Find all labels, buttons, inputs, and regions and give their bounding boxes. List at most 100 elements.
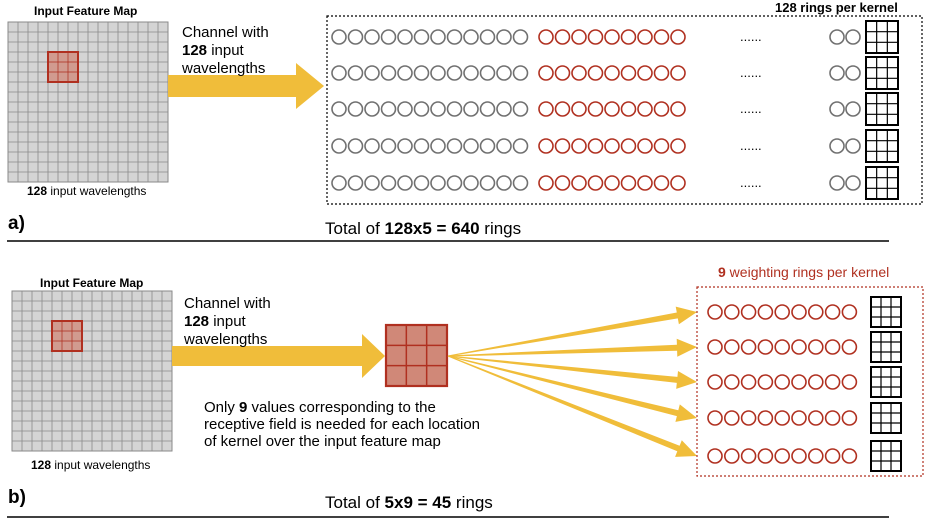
ring bbox=[347, 29, 364, 45]
grid-icon-border bbox=[870, 402, 902, 434]
b-map-title: Input Feature Map bbox=[40, 276, 144, 290]
ring bbox=[364, 65, 380, 81]
ring bbox=[496, 29, 512, 45]
b-input-feature-map bbox=[11, 290, 173, 452]
ring bbox=[364, 29, 380, 45]
output-grid-icon bbox=[870, 440, 902, 472]
output-grid-icon bbox=[865, 129, 899, 163]
ring bbox=[571, 65, 587, 81]
ring bbox=[479, 29, 496, 45]
ring bbox=[740, 410, 757, 426]
ring bbox=[707, 339, 723, 355]
ring bbox=[571, 138, 587, 154]
ring bbox=[841, 304, 858, 320]
ring bbox=[845, 101, 861, 117]
ring bbox=[512, 175, 529, 191]
ring bbox=[463, 175, 479, 191]
ring bbox=[824, 410, 841, 426]
grid-icon-border bbox=[865, 129, 899, 163]
ring bbox=[620, 29, 637, 45]
ring bbox=[841, 339, 858, 355]
ring bbox=[347, 101, 364, 117]
kernel-border bbox=[384, 323, 449, 388]
ring bbox=[430, 138, 446, 154]
output-grid-icon bbox=[870, 366, 902, 398]
grid-icon-border bbox=[870, 366, 902, 398]
ring bbox=[653, 101, 670, 117]
ring bbox=[740, 339, 757, 355]
ring bbox=[740, 374, 757, 390]
output-grid-icon bbox=[870, 331, 902, 363]
ring bbox=[554, 138, 571, 154]
a-channel-arrow bbox=[168, 63, 324, 109]
ring bbox=[620, 101, 637, 117]
ring bbox=[512, 29, 529, 45]
output-grid-icon bbox=[865, 166, 899, 200]
output-grid-icon bbox=[865, 20, 899, 54]
ring bbox=[512, 65, 529, 81]
ring bbox=[653, 138, 670, 154]
ellipsis-text: ...... bbox=[740, 65, 762, 80]
ring bbox=[430, 29, 446, 45]
ring bbox=[670, 101, 686, 117]
b-weighting-rings-box bbox=[696, 286, 924, 477]
ring bbox=[479, 101, 496, 117]
b-channel-label: Channel with 128 input wavelengths bbox=[184, 295, 271, 348]
b-ring-row bbox=[707, 440, 902, 472]
ring bbox=[496, 65, 512, 81]
ring bbox=[463, 138, 479, 154]
ring bbox=[791, 410, 807, 426]
ring bbox=[845, 138, 861, 154]
ring bbox=[757, 339, 774, 355]
a-ring-row: ...... bbox=[331, 56, 899, 90]
ring bbox=[463, 65, 479, 81]
ring bbox=[538, 138, 554, 154]
ring bbox=[347, 65, 364, 81]
a-rings-label: 128 rings per kernel bbox=[775, 0, 898, 15]
a-ring-row: ...... bbox=[331, 166, 899, 200]
ring bbox=[774, 339, 791, 355]
ring bbox=[364, 138, 380, 154]
ring bbox=[397, 65, 413, 81]
ring bbox=[791, 374, 807, 390]
ring bbox=[496, 175, 512, 191]
ring bbox=[807, 410, 824, 426]
ring bbox=[397, 29, 413, 45]
b-ring-row bbox=[707, 331, 902, 363]
output-grid-icon bbox=[865, 56, 899, 90]
ring bbox=[446, 65, 463, 81]
ring bbox=[620, 65, 637, 81]
ring bbox=[380, 65, 397, 81]
ring bbox=[757, 410, 774, 426]
ring bbox=[723, 410, 740, 426]
ring bbox=[653, 29, 670, 45]
ring bbox=[620, 138, 637, 154]
ring bbox=[512, 138, 529, 154]
ring bbox=[620, 175, 637, 191]
ring bbox=[397, 101, 413, 117]
ring bbox=[554, 29, 571, 45]
ellipsis-text: ...... bbox=[740, 29, 762, 44]
ring bbox=[845, 175, 861, 191]
ring bbox=[463, 101, 479, 117]
ring bbox=[829, 65, 845, 81]
ring bbox=[331, 138, 347, 154]
b-fan-arrow bbox=[447, 355, 697, 457]
output-grid-icon bbox=[870, 296, 902, 328]
ring bbox=[446, 101, 463, 117]
ring bbox=[446, 29, 463, 45]
ring bbox=[707, 304, 723, 320]
ring bbox=[538, 175, 554, 191]
ring bbox=[670, 29, 686, 45]
grid-icon-border bbox=[865, 56, 899, 90]
ring bbox=[757, 448, 774, 464]
ring bbox=[829, 175, 845, 191]
ring bbox=[413, 29, 430, 45]
b-fan-arrow bbox=[447, 355, 697, 422]
ring bbox=[446, 138, 463, 154]
b-fan-arrow bbox=[448, 338, 697, 357]
b-rings-label: 9 weighting rings per kernel bbox=[718, 264, 890, 280]
ellipsis-text: ...... bbox=[740, 138, 762, 153]
b-total: Total of 5x9 = 45 rings bbox=[325, 493, 493, 512]
